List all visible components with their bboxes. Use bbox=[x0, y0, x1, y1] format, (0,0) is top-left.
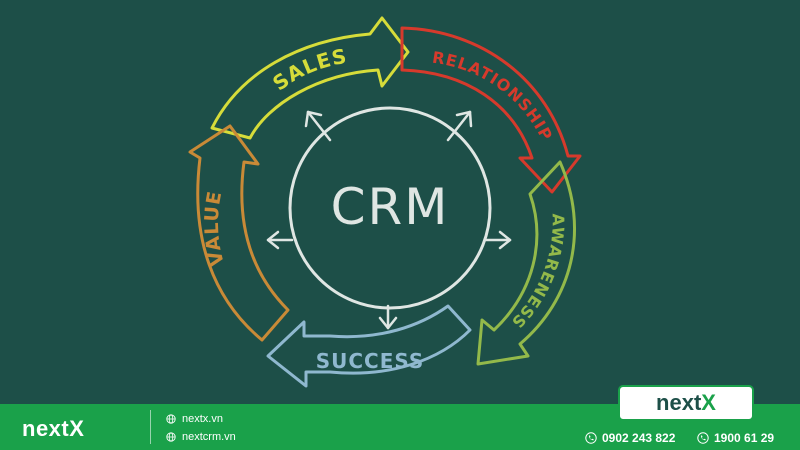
website-text: nextcrm.vn bbox=[182, 431, 236, 443]
radial-arrow-down bbox=[378, 304, 398, 330]
success-label: SUCCESS bbox=[316, 349, 425, 373]
value-arrow bbox=[188, 124, 290, 342]
badge-brand-x: X bbox=[701, 390, 716, 415]
footer-brand-logo: nextX bbox=[22, 416, 84, 442]
phone-text: 0902 243 822 bbox=[602, 431, 676, 445]
phone-number-mobile[interactable]: 0902 243 822 bbox=[585, 431, 675, 445]
footer-divider bbox=[150, 410, 151, 444]
crm-cycle-diagram: SALES RELATIONSHIP AWARENESS SUCCESS VAL… bbox=[188, 16, 582, 388]
website-link-nextcrm[interactable]: nextcrm.vn bbox=[166, 431, 236, 443]
success-arrow bbox=[266, 304, 472, 388]
badge-brand-text: next bbox=[656, 390, 702, 415]
radial-arrow-right bbox=[484, 230, 512, 250]
website-link-nextx[interactable]: nextx.vn bbox=[166, 413, 223, 425]
website-text: nextx.vn bbox=[182, 413, 223, 425]
value-label: VALUE bbox=[201, 189, 229, 268]
crm-center-label: CRM bbox=[331, 178, 450, 236]
footer-brand-text: next bbox=[22, 416, 70, 441]
radial-arrow-left bbox=[266, 230, 294, 250]
globe-icon bbox=[166, 432, 176, 442]
globe-icon bbox=[166, 414, 176, 424]
footer-brand-x: X bbox=[69, 416, 85, 441]
phone-text: 1900 61 29 bbox=[714, 431, 775, 445]
hotline-icon bbox=[697, 432, 709, 444]
radial-arrow-up-right bbox=[446, 110, 473, 142]
sales-arrow bbox=[210, 16, 410, 140]
radial-arrow-up-left bbox=[304, 110, 332, 142]
phone-number-hotline[interactable]: 1900 61 29 bbox=[697, 431, 774, 445]
awareness-arrow bbox=[476, 160, 577, 366]
crm-center-circle bbox=[288, 106, 492, 310]
phone-icon bbox=[585, 432, 597, 444]
chalkboard: SALES RELATIONSHIP AWARENESS SUCCESS VAL… bbox=[188, 16, 582, 388]
